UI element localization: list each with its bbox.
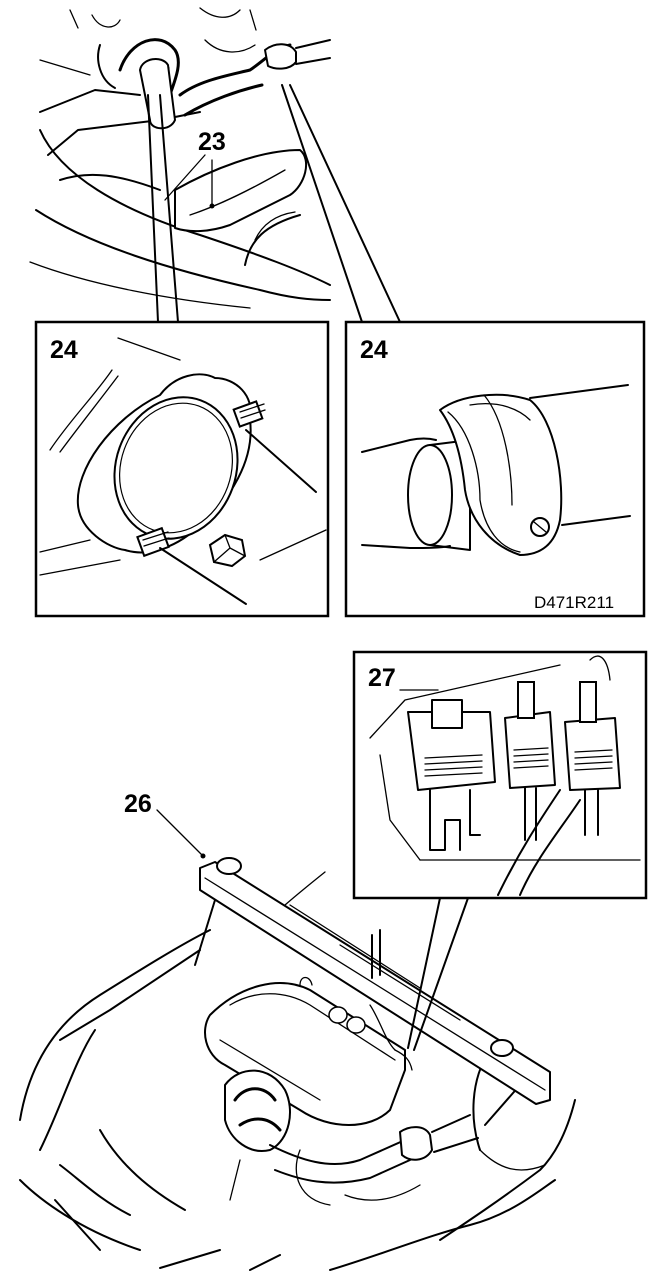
label-26: 26	[124, 790, 152, 818]
connector-2	[504, 681, 556, 841]
bottom-engine-scene: 26	[19, 790, 576, 1271]
label-23: 23	[198, 128, 226, 156]
label-24-right: 24	[360, 336, 388, 364]
stud-lower	[136, 526, 247, 605]
connector-3	[564, 681, 621, 836]
nut	[208, 533, 247, 568]
inset-box-27: 27	[352, 650, 648, 900]
inset-box-24-left: 24	[34, 320, 330, 618]
support-bar	[199, 857, 551, 1105]
engine-block	[204, 976, 406, 1126]
inset-box-24-right: 24 D471R211	[344, 320, 646, 618]
stud-upper	[232, 400, 317, 493]
label-27: 27	[368, 664, 396, 692]
top-exhaust-scene: 23	[29, 7, 401, 323]
engine-exhaust	[224, 1069, 479, 1206]
label-24-left: 24	[50, 336, 78, 364]
drawing-code: D471R211	[534, 593, 614, 612]
connector-1	[407, 699, 496, 851]
